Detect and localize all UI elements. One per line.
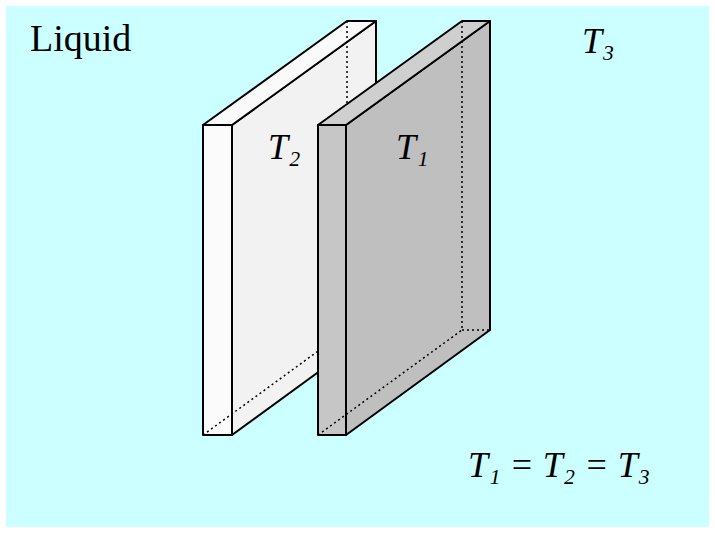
temperature-label: T₂: [268, 128, 301, 168]
equation-label: T₁ = T₂ = T₃: [468, 446, 650, 486]
grey-plate: [318, 21, 490, 435]
liquid-label: Liquid: [30, 18, 131, 60]
liquid-background: [6, 6, 709, 527]
temperature-label: T₁: [396, 128, 429, 168]
temperature-label: T₃: [582, 22, 615, 62]
